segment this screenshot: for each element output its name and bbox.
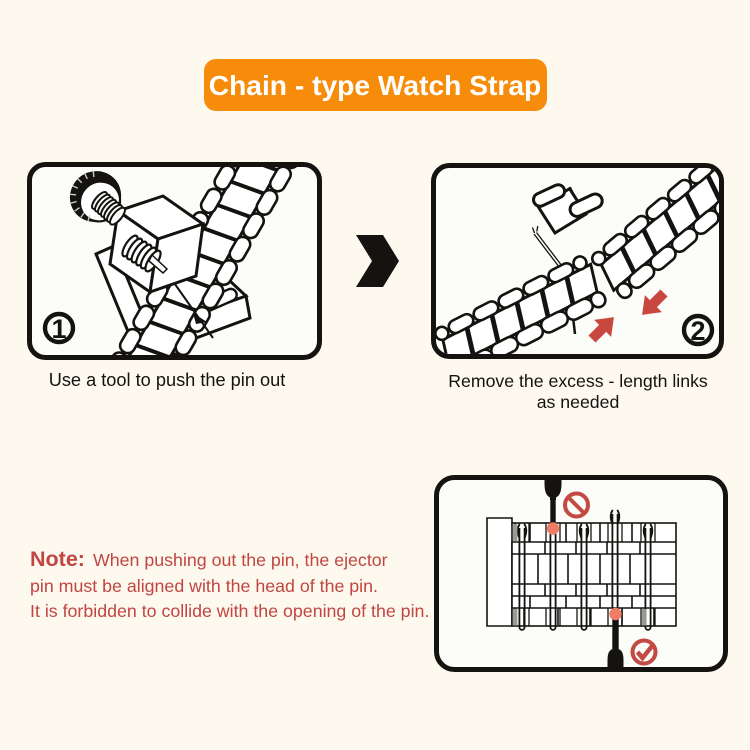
svg-text:pin must be aligned with the h: pin must be aligned with the head of the… <box>30 576 378 596</box>
svg-text:Chain - type Watch Strap: Chain - type Watch Strap <box>209 69 542 101</box>
svg-text:Note:: Note: <box>30 547 85 571</box>
svg-text:It is forbidden to collide wit: It is forbidden to collide with the open… <box>30 601 429 621</box>
svg-text:2: 2 <box>690 316 705 346</box>
svg-text:Remove the excess - length lin: Remove the excess - length links <box>448 371 708 391</box>
svg-text:1: 1 <box>51 314 66 344</box>
svg-text:Use a tool to push the pin out: Use a tool to push the pin out <box>49 370 286 390</box>
svg-text:When pushing out the pin, the: When pushing out the pin, the ejector <box>93 550 388 570</box>
svg-text:as needed: as needed <box>537 392 620 412</box>
